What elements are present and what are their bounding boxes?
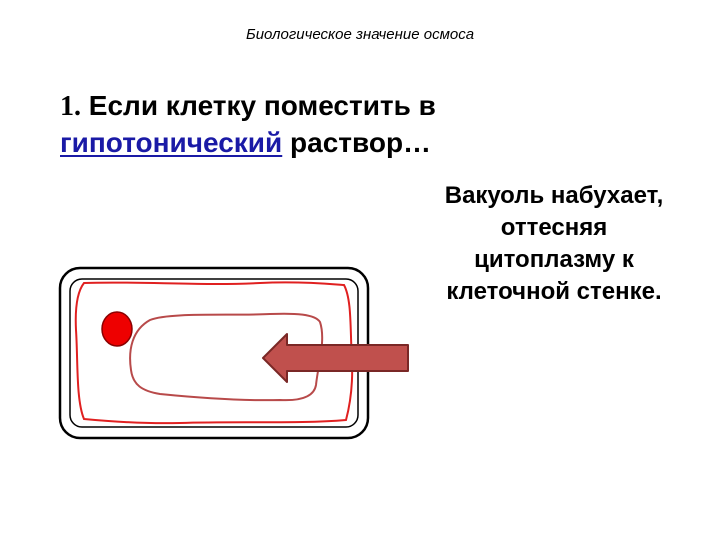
description-line-1: Вакуоль набухает, xyxy=(444,182,664,209)
heading-text-end: раствор… xyxy=(282,127,432,158)
description-line-4: клеточной стенке. xyxy=(446,278,662,305)
heading-text-start: Если клетку поместить в xyxy=(81,90,436,121)
slide-heading: 1. Если клетку поместить в гипотонический… xyxy=(60,88,580,161)
hypotonic-link[interactable]: гипотонический xyxy=(60,127,283,158)
nucleus xyxy=(101,311,133,347)
description-text: Вакуоль набухает, оттесняя цитоплазму к … xyxy=(404,180,704,308)
arrow-left-icon xyxy=(262,333,409,383)
heading-number: 1. xyxy=(60,91,81,122)
description-line-3: цитоплазму к xyxy=(474,246,634,273)
cell-membrane xyxy=(74,281,354,425)
vacuole xyxy=(129,312,324,402)
description-line-2: оттесняя xyxy=(500,214,608,241)
slide-subtitle: Биологическое значение осмоса xyxy=(245,26,475,43)
